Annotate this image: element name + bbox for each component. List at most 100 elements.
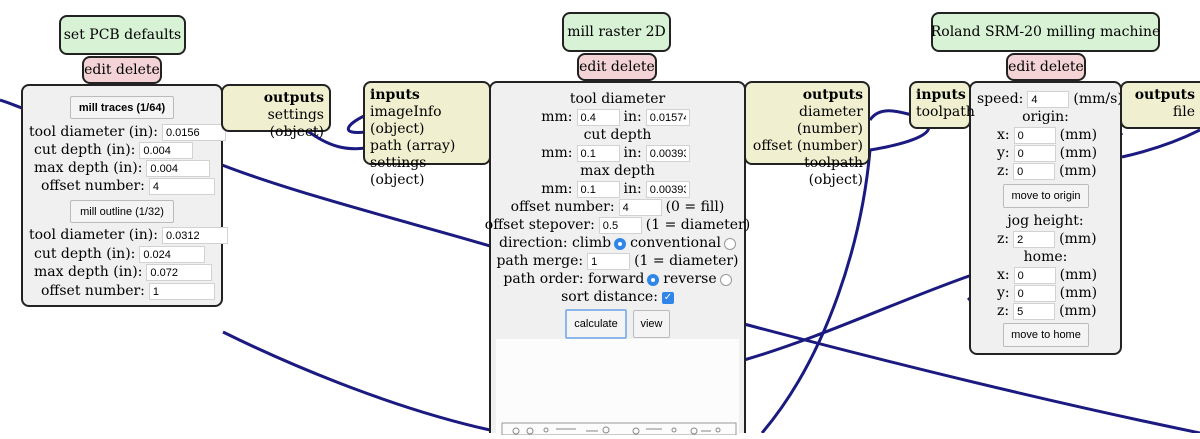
mill-input-path[interactable]: path (array) [370,138,456,154]
origin-z-row: z: (mm) [997,163,1097,180]
path-merge-label: path merge: [496,253,584,269]
speed-unit: (mm/s) [1073,91,1123,107]
offset-number-input[interactable] [618,199,662,216]
speed-input[interactable] [1027,91,1070,108]
mill-output-diameter[interactable]: diameter (number) [796,104,863,137]
mill-edit-delete-text[interactable]: edit delete [579,59,655,75]
jog-z-row: z: (mm) [997,231,1097,248]
roland-output-file[interactable]: file [1172,104,1195,120]
move-to-origin-button[interactable]: move to origin [1003,184,1089,208]
pcb-edit-delete[interactable]: edit delete [82,56,162,84]
tool-in-input[interactable] [645,109,690,126]
wire-cross-down [743,322,1200,433]
home-y-input[interactable] [1013,285,1056,302]
traces-cut-input[interactable] [139,142,194,159]
origin-x-input[interactable] [1013,127,1056,144]
stepover-input[interactable] [598,217,642,234]
pcb-output-settings[interactable]: settings (object) [267,107,324,140]
wire-left-top [0,98,23,110]
mill-outputs-header: outputs [802,87,863,103]
toolpath-preview-canvas[interactable] [496,339,739,436]
home-z-row: z: (mm) [997,303,1097,320]
cut-in-input[interactable] [645,145,690,162]
move-to-home-button[interactable]: move to home [1003,323,1089,347]
climb-radio[interactable] [614,237,627,250]
outline-tool-row: tool diameter (in): [29,227,232,244]
jog-z-input[interactable] [1013,231,1056,248]
outline-max-input[interactable] [146,264,213,281]
roland-outputs-port[interactable]: outputs file [1120,81,1200,129]
mill-traces-button[interactable]: mill traces (1/64) [70,96,174,119]
outline-offset-label: offset number: [41,283,145,299]
traces-offset-input[interactable] [148,178,215,195]
cut-mm-input[interactable] [576,145,620,162]
mill-outline-button[interactable]: mill outline (1/32) [70,200,174,223]
mill-title-text: mill raster 2D [567,24,666,40]
roland-edit-delete[interactable]: edit delete [1006,53,1086,81]
max-in-input[interactable] [645,181,690,198]
outline-max-row: max depth (in): [34,264,216,281]
tool-mm-input[interactable] [576,109,620,126]
jog-height-label: jog height: [1007,213,1084,229]
mill-edit-delete[interactable]: edit delete [577,53,657,81]
mill-output-offset[interactable]: offset (number) [752,138,863,154]
roland-module-title[interactable]: Roland SRM-20 milling machine [931,12,1160,52]
wire-mill-to-roland-loop [868,109,913,121]
sort-distance-checkbox[interactable]: ✓ [661,291,674,304]
wire-loop-mill-input [346,113,367,135]
wire-mill-outputs-down [760,149,872,433]
view-button[interactable]: view [633,310,670,338]
home-z-input[interactable] [1013,303,1056,320]
roland-input-toolpath[interactable]: toolpath [916,104,975,120]
origin-z-input[interactable] [1013,163,1056,180]
conventional-radio[interactable] [723,237,736,250]
traces-cut-label: cut depth (in): [34,142,136,158]
pcb-outputs-port[interactable]: outputs settings (object) [221,84,331,140]
mill-inputs-port[interactable]: inputs imageInfo (object) path (array) s… [363,81,491,188]
max-depth-label: max depth [580,163,655,179]
tool-in-label: in: [623,109,642,125]
tool-diameter-label: tool diameter [569,91,666,107]
outline-cut-input[interactable] [139,246,206,263]
toolpath-preview-drawing [501,422,737,436]
calculate-button[interactable]: calculate [565,309,627,339]
max-depth-row: mm: in: [491,181,744,198]
forward-radio[interactable] [647,273,660,286]
mill-output-toolpath[interactable]: toolpath (object) [804,155,863,188]
offset-number-row: offset number: (0 = fill) [491,199,744,216]
tool-diameter-row: mm: in: [491,109,744,126]
mill-input-imageinfo[interactable]: imageInfo (object) [370,104,442,137]
outline-offset-input[interactable] [148,283,215,300]
home-y-label: y: [997,285,1010,301]
roland-title-text: Roland SRM-20 milling machine [930,24,1161,40]
origin-y-input[interactable] [1013,145,1056,162]
roland-inputs-port[interactable]: inputs toolpath [909,81,975,129]
max-mm-input[interactable] [576,181,620,198]
wire-roland-long [743,273,973,362]
pcb-panel: mill traces (1/64) tool diameter (in): c… [21,84,228,307]
cut-in-label: in: [623,145,642,161]
pcb-module-title[interactable]: set PCB defaults [59,15,186,55]
path-merge-row: path merge: (1 = diameter) [491,253,744,270]
mill-input-settings[interactable]: settings (object) [370,155,427,188]
traces-tool-input[interactable] [161,124,226,141]
reverse-radio[interactable] [719,273,732,286]
home-y-unit: (mm) [1059,285,1098,301]
origin-x-row: x: (mm) [997,127,1097,144]
stepover-row: offset stepover: (1 = diameter) [485,217,750,234]
outline-tool-input[interactable] [161,227,228,244]
origin-y-label: y: [997,145,1010,161]
outline-offset-row: offset number: [41,283,219,300]
traces-max-input[interactable] [146,160,211,177]
stepover-note: (1 = diameter) [645,217,751,233]
mill-outputs-port[interactable]: outputs diameter (number) offset (number… [744,81,870,188]
pcb-edit-delete-text[interactable]: edit delete [84,62,160,78]
traces-max-row: max depth (in): [34,160,214,177]
home-x-input[interactable] [1013,267,1056,284]
path-order-label: path order: forward [503,271,645,287]
path-merge-input[interactable] [587,253,631,270]
offset-number-note: (0 = fill) [665,199,725,215]
reverse-label: reverse [663,271,717,287]
roland-edit-delete-text[interactable]: edit delete [1008,59,1084,75]
mill-module-title[interactable]: mill raster 2D [562,12,671,52]
